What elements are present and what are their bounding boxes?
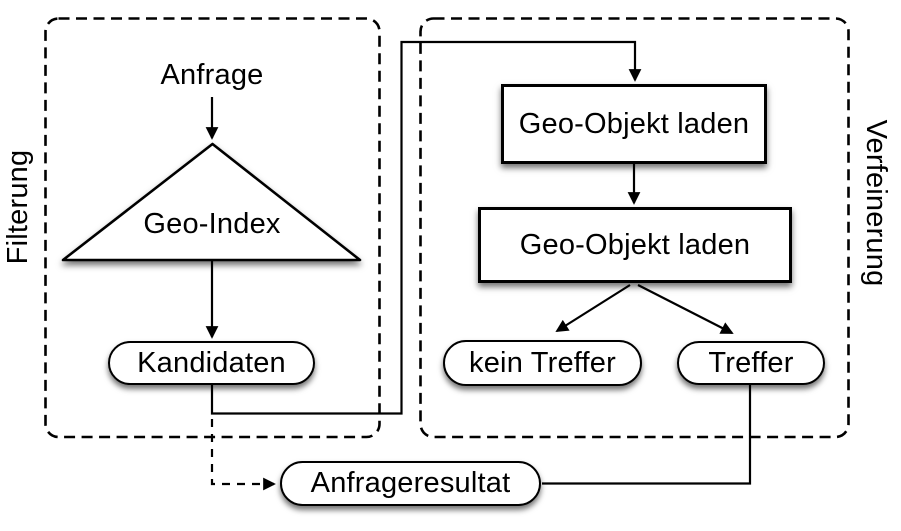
edge-kandidaten-to-anfrageresultat-dashed bbox=[210, 419, 276, 491]
node-geo-objekt-laden-1-label: Geo-Objekt laden bbox=[518, 107, 750, 140]
node-kandidaten-label: Kandidaten bbox=[137, 346, 286, 379]
filterung-region-label: Filterung bbox=[2, 149, 34, 265]
edge-kandidaten-to-geo-objekt-laden-1 bbox=[210, 40, 642, 415]
node-geo-objekt-laden-1: Geo-Objekt laden bbox=[501, 84, 767, 164]
node-kein-treffer-label: kein Treffer bbox=[469, 346, 616, 379]
node-geo-objekt-laden-2-label: Geo-Objekt laden bbox=[519, 228, 751, 261]
verfeinerung-region-border bbox=[419, 17, 850, 439]
geo-index-triangle bbox=[61, 142, 362, 262]
node-treffer-label: Treffer bbox=[708, 346, 794, 379]
verfeinerung-region-label: Verfeinerung bbox=[860, 119, 892, 287]
anfrage-label: Anfrage bbox=[160, 59, 264, 91]
edge-geo-objekt-laden-2-to-kein-treffer bbox=[555, 284, 631, 333]
geo-index-label: Geo-Index bbox=[143, 208, 281, 240]
node-kandidaten: Kandidaten bbox=[108, 341, 315, 385]
edge-geo-objekt-laden-2-to-treffer bbox=[637, 284, 734, 334]
edge-treffer-to-anfrageresultat bbox=[542, 385, 752, 485]
node-geo-objekt-laden-2: Geo-Objekt laden bbox=[478, 207, 792, 283]
node-treffer: Treffer bbox=[677, 341, 825, 385]
node-anfrageresultat: Anfrageresultat bbox=[280, 461, 541, 506]
node-anfrageresultat-label: Anfrageresultat bbox=[310, 467, 511, 499]
node-kein-treffer: kein Treffer bbox=[443, 340, 642, 386]
